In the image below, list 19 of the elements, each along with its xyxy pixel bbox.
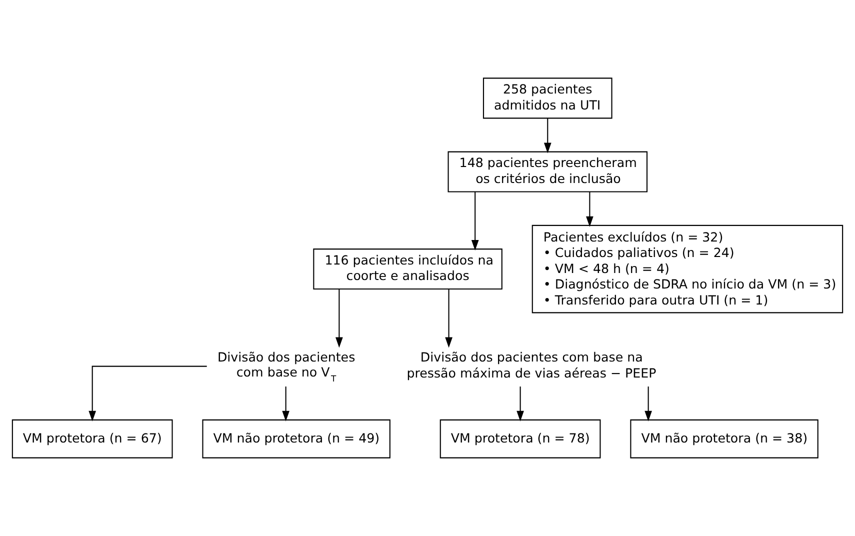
arrow — [644, 386, 652, 422]
node-box: VM protetora (n = 67) — [12, 419, 173, 458]
node-box: VM protetora (n = 78) — [440, 419, 601, 458]
arrow — [471, 192, 479, 251]
node-box: VM não protetora (n = 49) — [202, 419, 390, 458]
node-text: Divisão dos pacientes com base na pressão máxima de vias aéreas − PEEP — [406, 350, 656, 380]
node-text: Divisão dos pacientes com base no V$_{T}$ — [217, 350, 356, 384]
arrow — [544, 118, 552, 154]
arrow — [445, 289, 452, 348]
arrow — [586, 192, 594, 227]
node-box: 148 pacientes preencheram os critérios de inclusão — [448, 151, 648, 192]
node-box: VM não protetora (n = 38) — [630, 419, 818, 458]
node-box: Pacientes excluídos (n = 32) • Cuidados paliativos (n = 24) • VM < 48 h (n = 4) • Diagnóstico de SDRA no início da VM (n = 3) • Transferido para outra UTI (n = 1) — [532, 224, 844, 314]
node-box: 258 pacientes admitidos na UTI — [482, 78, 612, 119]
arrow — [516, 386, 524, 422]
arrow — [336, 289, 343, 348]
node-box: 116 pacientes incluídos na coorte e analisados — [313, 248, 502, 290]
arrow — [88, 366, 207, 422]
arrow — [282, 386, 290, 422]
